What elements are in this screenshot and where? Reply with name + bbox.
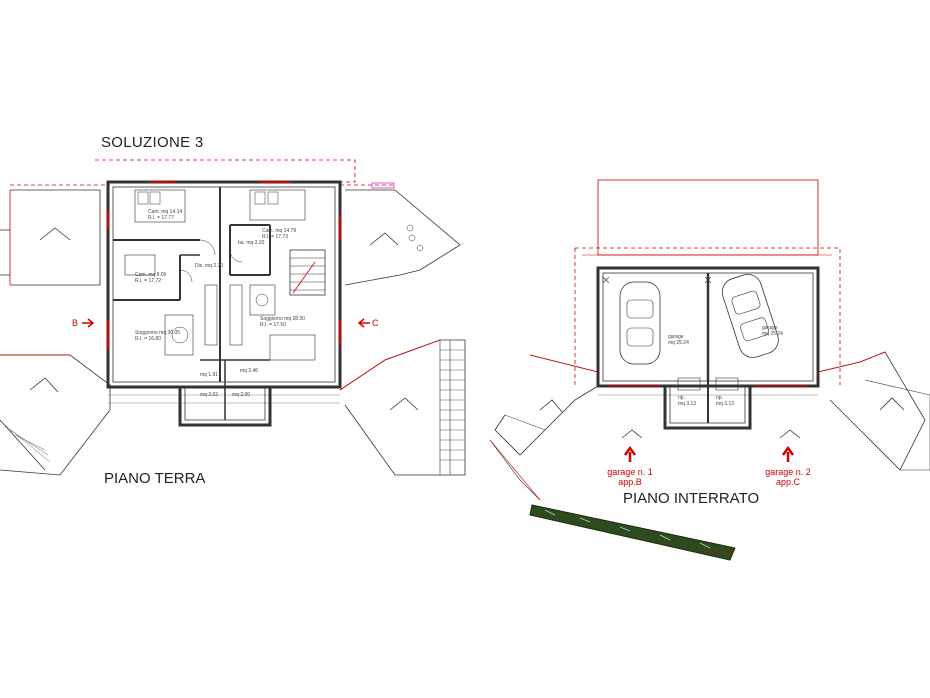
room-label: mq 2.02 [200, 392, 219, 398]
room-level: R.I. = 17.50 [260, 322, 286, 328]
basement-title: PIANO INTERRATO [623, 490, 760, 507]
garage-1-unit: app.B [618, 477, 642, 487]
room-label: mq 2.00 [232, 392, 251, 398]
room-label: Cam. mq 14.79 [262, 228, 297, 234]
garage-2-arrow-icon [781, 445, 795, 462]
ground-floor-title: PIANO TERRA [104, 470, 206, 487]
room-label: Dis. mq 2.70 [195, 263, 224, 269]
hedge [529, 504, 736, 561]
room-level: R.I. = 16.80 [135, 336, 161, 342]
room-level: R.I. = 17.77 [148, 215, 174, 221]
section-b-label: B [72, 318, 79, 328]
ground-floor-plan [0, 159, 466, 476]
room-label: ba. mq 3.20 [238, 240, 265, 246]
basement-plan [489, 179, 930, 501]
garage-1-entrance-label: garage n. 1 app.B [598, 467, 662, 487]
room-label: mq 1.91 [200, 372, 219, 378]
garage-2-area: mq 25.24 [762, 331, 783, 337]
garage-1-name: garage [668, 334, 684, 340]
storage-1-name: rip. [678, 395, 685, 401]
room-label: Cam. mq 14.14 [148, 209, 183, 215]
room-label: Soggiorno mq 28.00 [260, 316, 306, 322]
section-c-label: C [372, 318, 379, 328]
car-1-icon [619, 281, 661, 365]
garage-1-arrow-icon [623, 445, 637, 462]
room-label: mq 2.46 [240, 368, 259, 374]
garage-2-name: garage [762, 325, 778, 331]
garage-2-number: garage n. 2 [765, 467, 811, 477]
room-level: R.I. = 17.72 [135, 278, 161, 284]
garage-1-area: mq 25.24 [668, 340, 689, 346]
storage-2-area: mq 3.13 [716, 401, 735, 407]
room-level: R.I. = 17.73 [262, 234, 288, 240]
room-label: Soggiorno mq 30.05 [135, 330, 181, 336]
room-label: Cam. mq 8.00 [135, 272, 167, 278]
storage-2-name: rip. [716, 395, 723, 401]
solution-title: SOLUZIONE 3 [101, 134, 204, 151]
garage-1-number: garage n. 1 [607, 467, 653, 477]
storage-1-area: mq 3.13 [678, 401, 697, 407]
car-2-icon [721, 274, 779, 358]
garage-2-unit: app.C [775, 477, 801, 487]
garage-2-entrance-label: garage n. 2 app.C [756, 467, 820, 487]
